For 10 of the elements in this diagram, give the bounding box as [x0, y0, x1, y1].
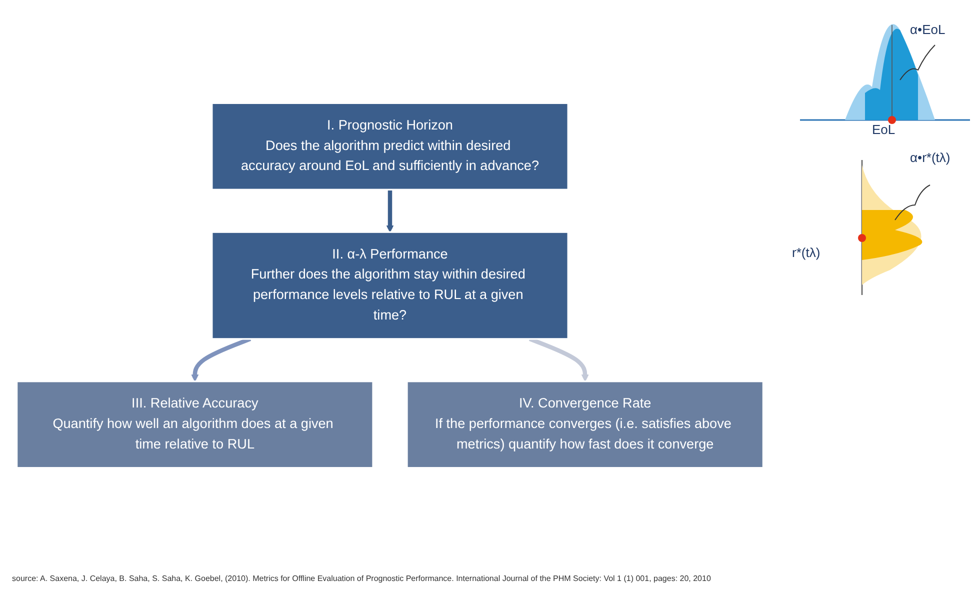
source-citation: source: A. Saxena, J. Celaya, B. Saha, S. Saha, K. Goebel, (2010). Metrics for Offline Evaluation of Prognostic Performance. International Journal of the PHM Society: Vol 1 (1) 001, pages: 20, 2010 — [12, 574, 712, 583]
node-box: III. Relative Accuracy Quantify how well an algorithm does at a given time relative to RUL — [16, 380, 374, 469]
node-box: IV. Convergence Rate If the performance converges (i.e. satisfies above metrics) quantify how fast does it converge — [406, 380, 764, 469]
node-box: II. α-λ Performance Further does the algorithm stay within desired performance levels relative to RUL at a given time? — [211, 231, 569, 340]
plot-label: α•r*(tλ) — [910, 150, 950, 165]
axis-label: r*(tλ) — [792, 245, 820, 260]
arrow — [386, 190, 394, 232]
axis-label: EoL — [872, 122, 896, 137]
plot-label: α•EoL — [910, 22, 946, 37]
node-box: I. Prognostic Horizon Does the algorithm predict within desired accuracy around EoL and sufficiently in advance? — [211, 102, 569, 190]
